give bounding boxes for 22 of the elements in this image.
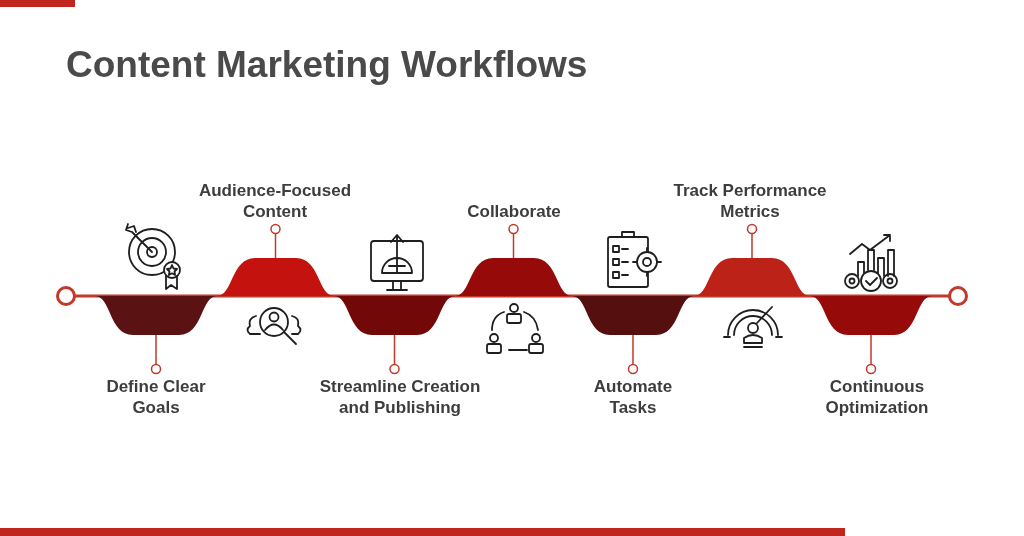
leader-line	[150, 334, 162, 375]
leader-line	[746, 223, 758, 259]
leader-line	[508, 223, 519, 259]
leader-line	[270, 223, 281, 259]
leader-line	[865, 334, 877, 375]
step-tab	[572, 296, 694, 335]
step-tab	[455, 258, 572, 296]
step-tab	[334, 296, 455, 335]
step-label: Track Performance Metrics	[650, 180, 850, 222]
step-tab	[694, 258, 810, 296]
step-tab	[810, 296, 932, 335]
step-tab	[217, 258, 334, 296]
step-label: Audience-Focused Content	[175, 180, 375, 222]
leader-line	[389, 334, 400, 375]
step-label: Continuous Optimization	[802, 376, 952, 418]
step-label: Collaborate	[414, 201, 614, 222]
step-label: Automate Tasks	[578, 376, 688, 418]
step-label: Streamline Creation and Publishing	[307, 376, 493, 418]
step-tab	[95, 296, 217, 335]
title: Content Marketing Workflows	[66, 44, 588, 86]
leader-line	[627, 334, 639, 375]
step-label: Define Clear Goals	[96, 376, 216, 418]
